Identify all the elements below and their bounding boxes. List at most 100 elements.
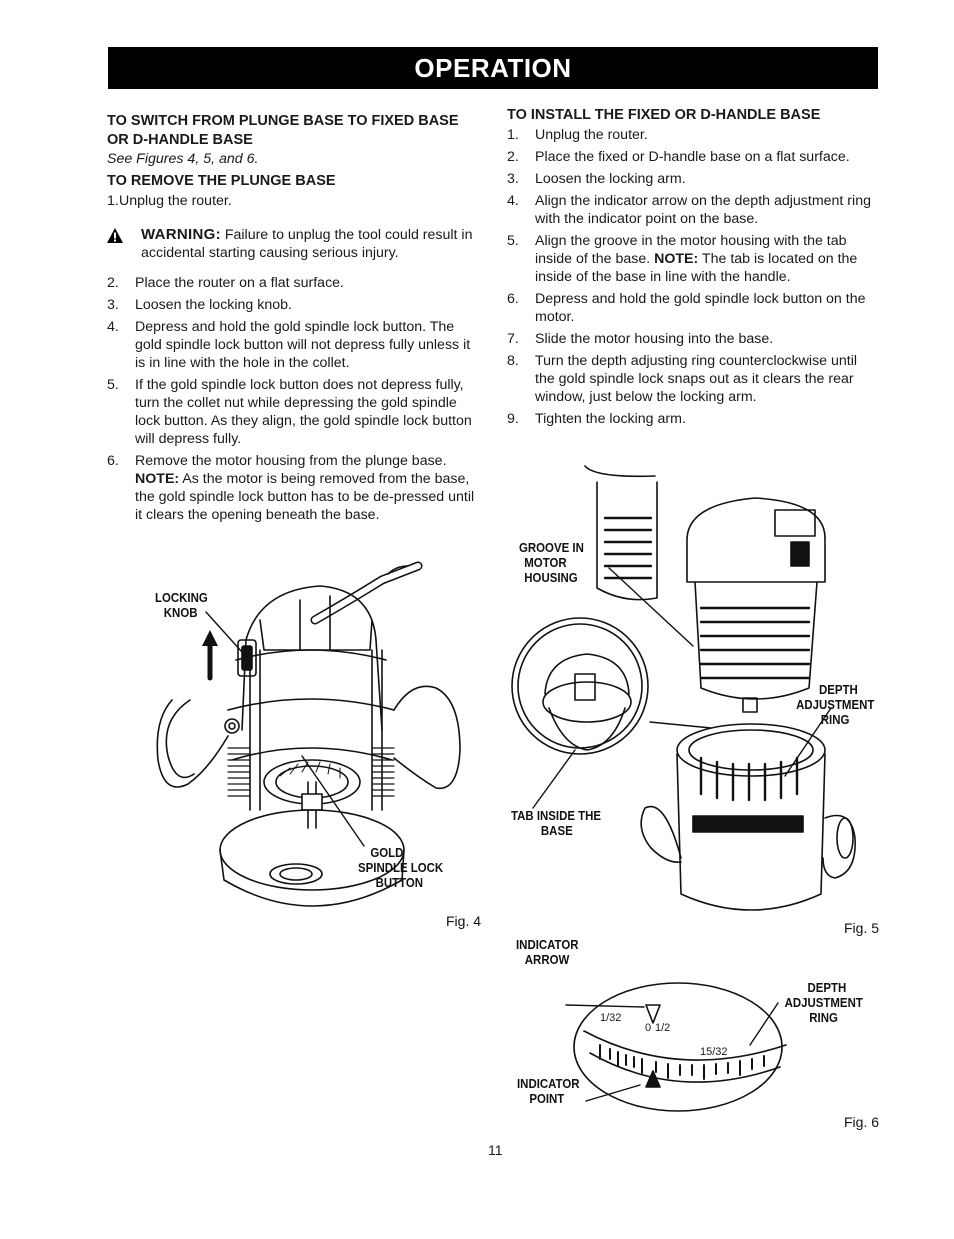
- label-line: ADJUSTMENT: [796, 697, 875, 712]
- step-number: 6.: [107, 453, 119, 469]
- warning-callout: WARNING: Failure to unplug the tool coul…: [107, 226, 479, 262]
- label-line: TAB INSIDE THE: [511, 808, 602, 823]
- step-text: Place the fixed or D-handle base on a fl…: [535, 149, 850, 165]
- step-number: 5.: [107, 377, 119, 393]
- label-line: POINT: [529, 1091, 565, 1106]
- section-title: OPERATION: [414, 53, 572, 83]
- warning-label: WARNING:: [141, 226, 221, 243]
- label-line: KNOB: [163, 605, 198, 620]
- fig5-label-tab: TAB INSIDE THE BASE: [511, 808, 601, 838]
- heading-install-fixed-base: TO INSTALL THE FIXED OR D-HANDLE BASE: [507, 107, 821, 123]
- step-number: 7.: [507, 331, 519, 347]
- list-item: 9. Tighten the locking arm.: [507, 410, 879, 428]
- label-line: HOUSING: [524, 570, 578, 585]
- figure-4-router-plunge-base: [150, 560, 480, 920]
- step-text: Loosen the locking arm.: [535, 171, 686, 187]
- step-text: Align the groove in the motor housing wi…: [535, 233, 847, 267]
- label-line: DEPTH: [807, 980, 847, 995]
- list-item: 4. Depress and hold the gold spindle lock…: [107, 318, 479, 372]
- list-item: 1. Unplug the router.: [507, 126, 879, 144]
- heading-line-2: OR D-HANDLE BASE: [107, 132, 253, 148]
- label-line: DEPTH: [819, 682, 858, 697]
- fig4-label-gold-spindle-lock: GOLD SPINDLE LOCK BUTTON: [358, 845, 443, 890]
- step-text: Unplug the router.: [535, 127, 648, 143]
- step-text: Tighten the locking arm.: [535, 411, 686, 427]
- heading-line-1: TO SWITCH FROM PLUNGE BASE TO FIXED BASE: [107, 113, 459, 129]
- heading-remove-plunge-base: TO REMOVE THE PLUNGE BASE: [107, 173, 336, 189]
- note-label: NOTE:: [135, 471, 180, 487]
- step-text: Place the router on a flat surface.: [135, 275, 344, 291]
- step-text: Depress and hold the gold spindle lock b…: [135, 319, 471, 371]
- label-line: ADJUSTMENT: [784, 995, 863, 1010]
- install-steps: 1. Unplug the router. 2. Place the fixed o…: [507, 126, 879, 428]
- left-column: TO SWITCH FROM PLUNGE BASE TO FIXED BASE…: [107, 112, 479, 528]
- label-line: GOLD: [370, 845, 404, 860]
- step-number: 3.: [107, 297, 119, 313]
- fig6-scale-15-32: 15/32: [700, 1046, 728, 1058]
- fig5-label-depth-ring: DEPTH ADJUSTMENT RING: [796, 682, 874, 727]
- fig5-label-groove: GROOVE IN MOTOR HOUSING: [519, 540, 584, 585]
- label-line: INDICATOR: [516, 937, 579, 952]
- fig4-caption: Fig. 4: [446, 913, 482, 929]
- list-item: 1. Unplug the router.: [107, 192, 479, 210]
- see-figures-note: See Figures 4, 5, and 6.: [107, 151, 259, 167]
- list-item: 2. Place the fixed or D-handle base on a …: [507, 148, 879, 166]
- label-line: SPINDLE LOCK: [358, 860, 444, 875]
- step-text: Loosen the locking knob.: [135, 297, 292, 313]
- list-item: 7.Slide the motor housing into the base.: [507, 330, 879, 348]
- right-column: TO INSTALL THE FIXED OR D-HANDLE BASE 1.…: [507, 106, 879, 432]
- fig6-label-indicator-point: INDICATOR POINT: [517, 1076, 580, 1106]
- list-item: 4. Align the indicator arrow on the depth…: [507, 192, 879, 228]
- fig6-scale-half: 1/2: [655, 1022, 671, 1034]
- section-banner: OPERATION: [108, 47, 878, 89]
- step-number: 9.: [507, 411, 519, 427]
- step-number: 4.: [107, 319, 119, 335]
- list-item: 8.Turn the depth adjusting ring counterc…: [507, 352, 879, 406]
- note-text: The tab is located on the inside of the …: [535, 251, 858, 285]
- fig6-label-depth-ring: DEPTH ADJUSTMENT RING: [785, 980, 863, 1025]
- fig5-caption: Fig. 5: [844, 920, 880, 936]
- fig6-label-indicator-arrow: INDICATOR ARROW: [516, 937, 579, 967]
- list-item: 5. Align the groove in the motor housing…: [507, 232, 879, 286]
- list-item: 5. If the gold spindle lock button does n…: [107, 376, 479, 448]
- fig6-scale-1-32: 1/32: [600, 1012, 622, 1024]
- label-line: BUTTON: [375, 875, 424, 890]
- heading-switch-base: TO SWITCH FROM PLUNGE BASE TO FIXED BASE…: [107, 112, 479, 150]
- fig6-scale-0: 0: [645, 1022, 652, 1034]
- step-text: Remove the motor housing from the plunge…: [135, 453, 447, 469]
- list-item: 2. Place the router on a flat surface.: [107, 274, 479, 292]
- step-text: Unplug the router.: [119, 193, 232, 209]
- figure-6-depth-scale: [560, 975, 790, 1115]
- label-line: RING: [820, 712, 850, 727]
- step-number: 2.: [107, 275, 119, 291]
- step-text: Turn the depth adjusting ring counterclo…: [535, 353, 858, 405]
- step-number: 1.: [507, 127, 519, 143]
- warning-text: Failure to unplug the tool could result …: [141, 227, 473, 261]
- note-text: As the motor is being removed from the b…: [135, 471, 475, 523]
- list-item: 3. Loosen the locking arm.: [507, 170, 879, 188]
- label-line: RING: [809, 1010, 838, 1025]
- note-label: NOTE:: [654, 251, 699, 267]
- step-number: 5.: [507, 233, 519, 249]
- label-line: GROOVE IN: [519, 540, 584, 555]
- step-number: 4.: [507, 193, 519, 209]
- remove-steps-part2: 2. Place the router on a flat surface. 3.…: [107, 274, 479, 524]
- warning-triangle-icon: [107, 228, 123, 248]
- label-line: MOTOR: [524, 555, 567, 570]
- step-number: 1.: [107, 193, 119, 209]
- list-item: 6. Remove the motor housing from the plu…: [107, 452, 479, 524]
- step-number: 2.: [507, 149, 519, 165]
- step-number: 6.: [507, 291, 519, 307]
- list-item: 6.Depress and hold the gold spindle lock…: [507, 290, 879, 326]
- step-number: 3.: [507, 171, 519, 187]
- page-number: 11: [488, 1142, 503, 1158]
- label-line: INDICATOR: [517, 1076, 580, 1091]
- fig6-caption: Fig. 6: [844, 1114, 880, 1130]
- list-item: 3. Loosen the locking knob.: [107, 296, 479, 314]
- label-line: ARROW: [524, 952, 570, 967]
- step-text: If the gold spindle lock button does not…: [135, 377, 472, 447]
- remove-steps-part1: 1. Unplug the router.: [107, 192, 479, 210]
- step-text: Align the indicator arrow on the depth a…: [535, 193, 871, 227]
- label-line: LOCKING: [155, 590, 208, 605]
- figure-5-motor-and-fixed-base: [505, 458, 885, 918]
